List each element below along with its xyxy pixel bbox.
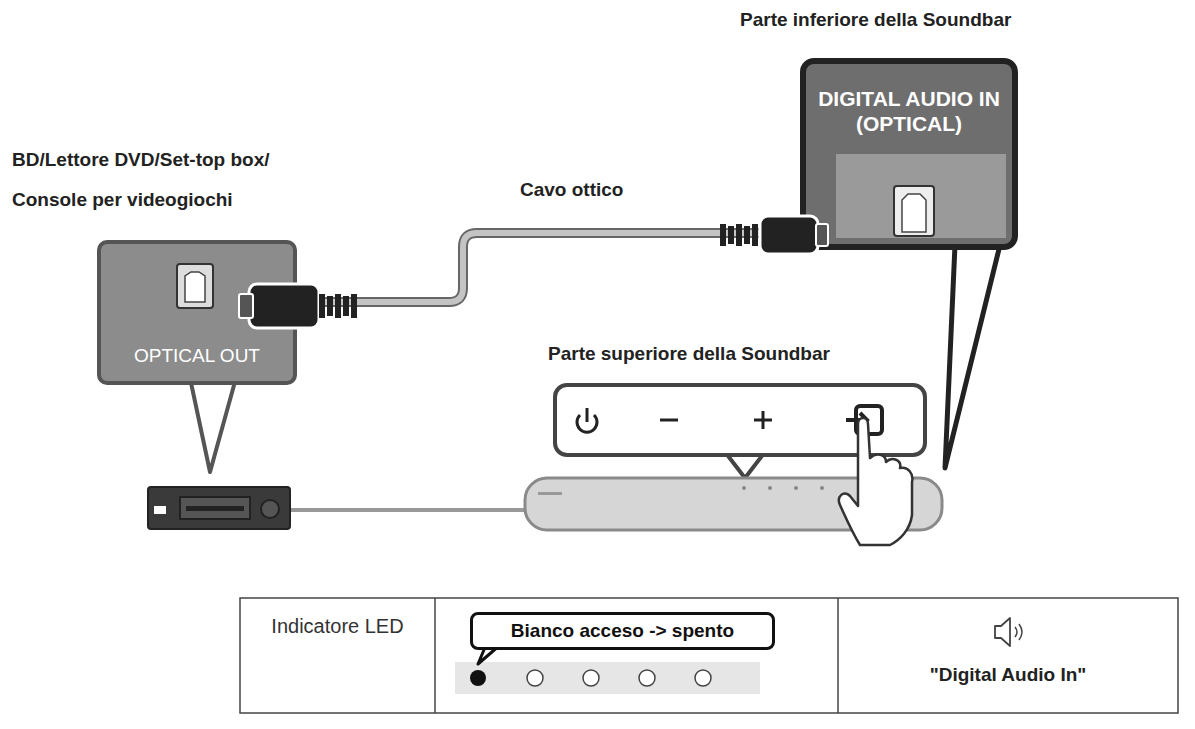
callout-pointer bbox=[945, 245, 1000, 468]
part-label: Parte superiore della Soundbar bbox=[548, 334, 928, 374]
optical-port-plug bbox=[101, 244, 301, 389]
cable-label: Cavo ottico bbox=[520, 170, 720, 210]
table-cell: "Digital Audio In" bbox=[848, 660, 1168, 690]
optical-out-callout: OPTICAL OUT bbox=[97, 240, 297, 385]
led-status-callout: Bianco acceso -> spento bbox=[470, 612, 775, 650]
device-label: BD/Lettore DVD/Set-top box/ Console per … bbox=[12, 140, 322, 220]
player-device bbox=[148, 487, 528, 529]
hand-icon bbox=[839, 418, 912, 545]
node-text: OPTICAL OUT bbox=[101, 345, 293, 367]
node-text: DIGITAL AUDIO IN (OPTICAL) bbox=[812, 86, 1006, 136]
part-label: Parte inferiore della Soundbar bbox=[740, 0, 1180, 40]
table-cell: Indicatore LED bbox=[250, 606, 425, 646]
status-table bbox=[240, 598, 1178, 713]
callout-pointer bbox=[190, 378, 236, 472]
digital-audio-in-callout: DIGITAL AUDIO IN (OPTICAL) bbox=[800, 58, 1018, 250]
node-text: Bianco acceso -> spento bbox=[501, 620, 744, 642]
